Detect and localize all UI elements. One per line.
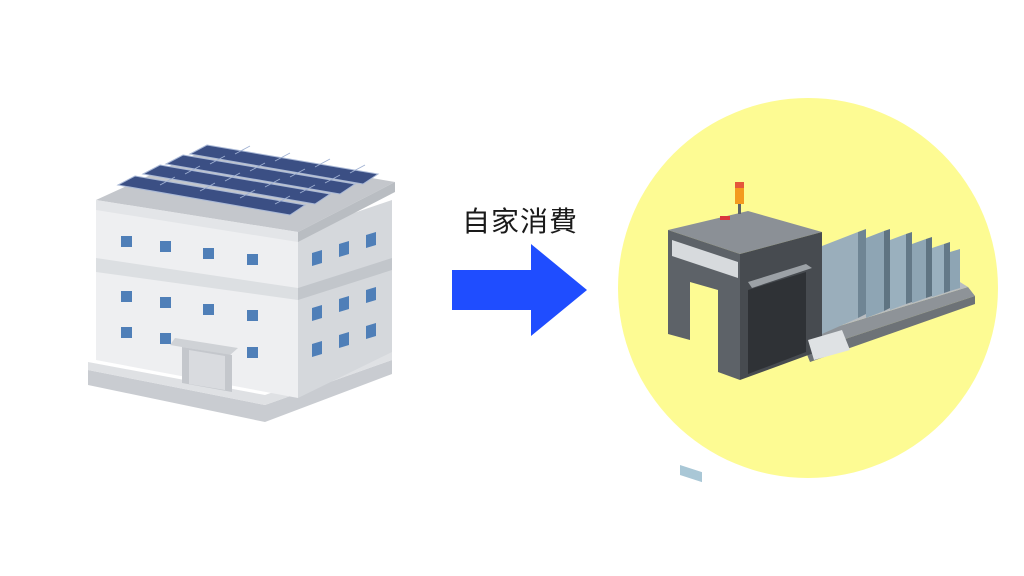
front-windows: [121, 236, 258, 358]
control-panel: [672, 240, 738, 278]
output-tray: [808, 330, 850, 360]
roof-edge-front: [96, 200, 298, 242]
entrance-door: [170, 338, 238, 392]
floor-band-side: [298, 258, 392, 300]
right-arrow-icon: [452, 244, 587, 336]
building-with-solar-panels-icon: [88, 144, 395, 422]
self-consumption-label: 自家消費: [461, 205, 578, 238]
control-screen: [680, 464, 702, 483]
building-base: [88, 360, 392, 422]
printing-press-icon: [668, 182, 975, 483]
printing-units: [822, 229, 960, 334]
press-top: [668, 211, 822, 254]
side-windows: [312, 232, 376, 357]
roof-edge-side: [298, 182, 395, 242]
signal-light: [735, 186, 744, 204]
solar-panels: [116, 144, 380, 216]
floor-band-front: [96, 258, 298, 300]
solar-panel-grid: [159, 145, 366, 205]
delivery-opening: [748, 272, 806, 374]
press-accent: [720, 216, 730, 220]
